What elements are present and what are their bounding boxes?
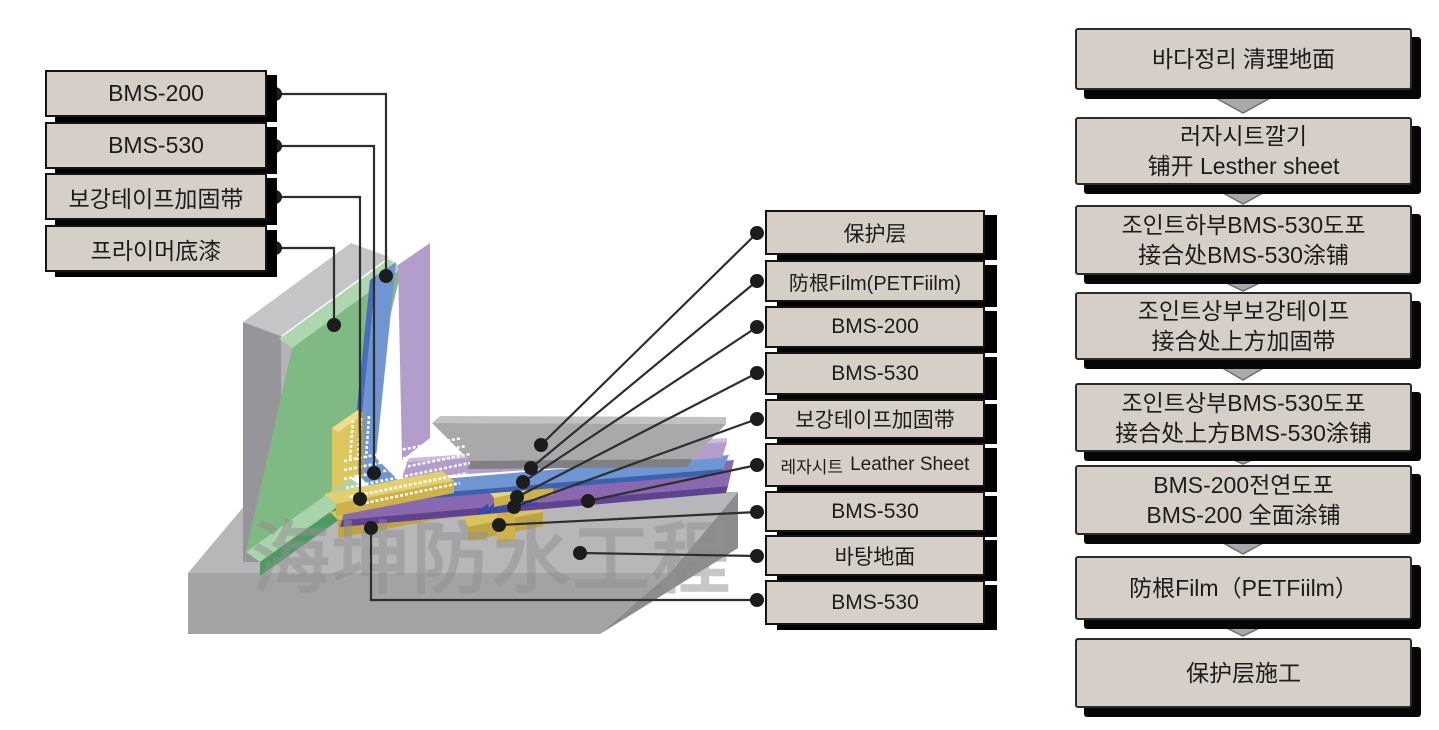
callout-reinforcement-tape-floor: 보강테이프加固带 (765, 399, 985, 439)
flow-step-line: 保护层施工 (1186, 660, 1301, 686)
arrow-down-icon (1213, 187, 1273, 205)
arrow-down-icon (1211, 362, 1275, 381)
flow-arrows (1211, 96, 1275, 637)
flow-step-line: 바다정리 清理地面 (1151, 46, 1336, 72)
callout-leather-sheet: 레자시트 Leather Sheet (765, 443, 985, 487)
callout-bms530-seam-bottom: BMS-530 (765, 491, 985, 532)
flow-step-line: 接合处上方加固带 (1151, 328, 1336, 354)
callout-bms530-wall: BMS-530 (45, 122, 267, 169)
callout-bms200-floor: BMS-200 (765, 306, 985, 348)
flow-step-line: 조인트하부BMS-530도포 (1121, 212, 1366, 238)
flow-step-line: BMS-200전연도포 (1153, 472, 1334, 498)
watermark-text: 海坤防水工程 (252, 515, 732, 603)
flow-step-line: 조인트상부BMS-530도포 (1121, 389, 1366, 416)
flow-step-joint-upper-bms530: 조인트상부BMS-530도포 接合处上方BMS-530涂铺 (1075, 383, 1412, 452)
arrow-down-icon (1213, 621, 1273, 637)
flow-step-line: BMS-200 全面涂铺 (1146, 502, 1341, 528)
leader-lines-left (275, 92, 388, 499)
arrow-down-icon (1213, 450, 1273, 465)
leader-lines-right (369, 232, 758, 602)
leader-dots (268, 87, 764, 607)
callout-bms530-seam-top: BMS-530 (765, 352, 985, 395)
flow-step-clean-floor: 바다정리 清理地面 (1075, 28, 1412, 90)
flow-step-line: 接合处BMS-530涂铺 (1138, 242, 1349, 268)
protection-gray-slab (432, 416, 726, 469)
flow-step-line: 러자시트깔기 (1180, 123, 1307, 149)
callout-reinforcement-tape-wall: 보강테이프加固带 (45, 173, 267, 220)
flow-step-protection-layer: 保护层施工 (1075, 638, 1412, 708)
flow-step-line: 조인트상부보강테이프 (1137, 298, 1350, 324)
leather-sheet-label-en: Leather Sheet (850, 454, 970, 475)
callout-protection-layer: 保护层 (765, 210, 985, 255)
callout-substrate-floor: 바탕地面 (765, 535, 985, 576)
flow-step-line: 防根Film（PETFiilm） (1129, 575, 1358, 601)
flow-step-line: 铺开 Lesther sheet (1147, 153, 1340, 179)
callout-primer: 프라이머底漆 (45, 225, 267, 272)
callout-bms530-corner: BMS-530 (765, 580, 985, 625)
flow-step-joint-lower-bms530: 조인트하부BMS-530도포 接合处BMS-530涂铺 (1075, 205, 1412, 275)
reinforcement-mesh-tape (343, 415, 471, 507)
leather-sheet-label-ko: 레자시트 (780, 457, 844, 477)
flow-step-root-barrier-film: 防根Film（PETFiilm） (1075, 556, 1412, 620)
arrow-down-icon (1213, 96, 1273, 114)
film-purple-wall-panel (398, 243, 430, 460)
callout-bms200-wall: BMS-200 (45, 70, 267, 117)
callout-root-barrier-film: 防根Film(PETFiilm) (765, 260, 985, 302)
arrow-down-icon (1213, 276, 1273, 292)
arrow-down-icon (1213, 537, 1273, 555)
flow-step-lay-leather-sheet: 러자시트깔기 铺开 Lesther sheet (1075, 117, 1412, 185)
flow-step-line: 接合处上方BMS-530涂铺 (1115, 419, 1372, 446)
flow-step-joint-upper-tape: 조인트상부보강테이프 接合处上方加固带 (1075, 292, 1412, 360)
flow-step-bms200-full-coat: BMS-200전연도포 BMS-200 全面涂铺 (1075, 465, 1412, 535)
